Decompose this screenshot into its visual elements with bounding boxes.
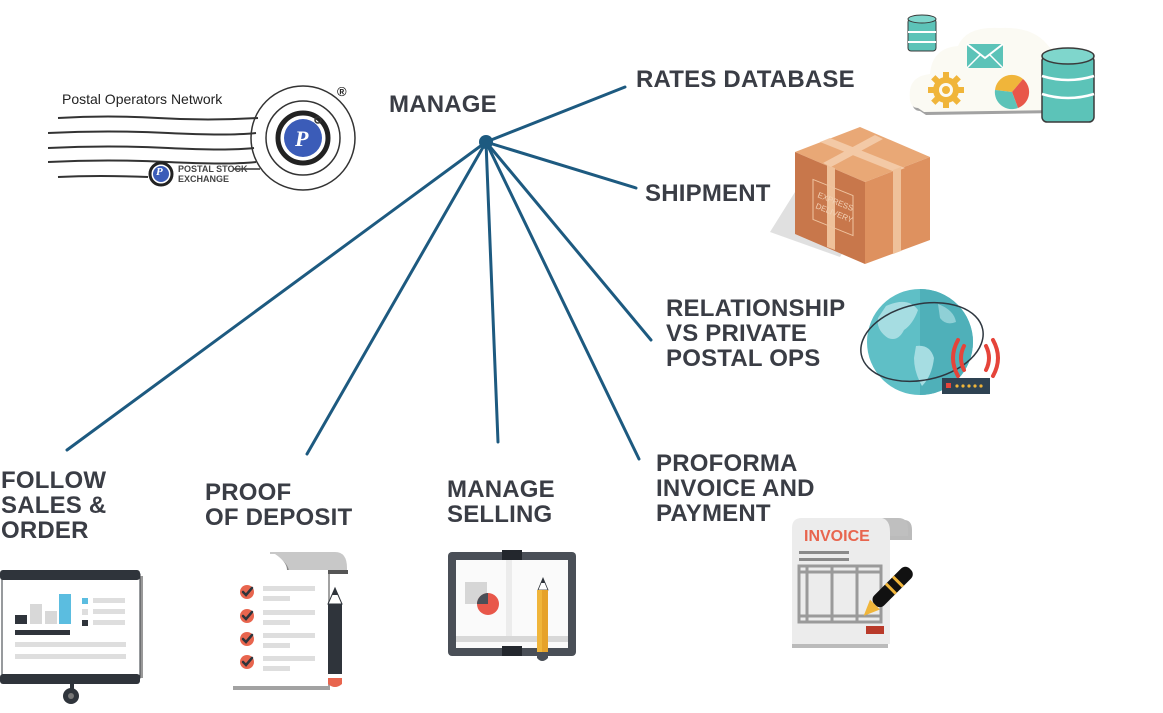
presentation-board-icon	[0, 568, 146, 708]
checklist-pencil-icon	[225, 548, 355, 696]
logo-emblem-letter: P	[295, 126, 309, 151]
label-line: INVOICE AND	[656, 475, 815, 502]
label-line: RATES DATABASE	[636, 66, 855, 93]
notebook-pencil-icon	[444, 548, 580, 666]
logo-subtitle: POSTAL STOCK EXCHANGE	[178, 164, 248, 184]
hub-node	[479, 135, 493, 149]
label-relationship: RELATIONSHIP VS PRIVATE POSTAL OPS	[666, 296, 845, 371]
logo-small-emblem-letter: P	[156, 166, 163, 178]
label-proof-of-deposit: PROOF OF DEPOSIT	[205, 480, 352, 530]
logo-subtitle-line1: POSTAL STOCK	[178, 164, 248, 174]
logo-title: Postal Operators Network	[62, 91, 223, 107]
label-shipment: SHIPMENT	[645, 181, 771, 206]
label-rates-database: RATES DATABASE	[636, 67, 855, 92]
line-relationship	[484, 140, 653, 342]
label-line: RELATIONSHIP	[666, 295, 846, 322]
globe-router-icon	[858, 286, 1008, 401]
label-line: VS PRIVATE	[666, 320, 808, 347]
hub-label: MANAGE	[389, 92, 497, 117]
label-line: POSTAL OPS	[666, 345, 821, 372]
line-proforma	[484, 140, 641, 461]
label-manage-selling: MANAGE SELLING	[447, 477, 555, 527]
invoice-pen-icon: INVOICE	[782, 514, 922, 650]
label-line: OF DEPOSIT	[205, 504, 353, 531]
logo-subtitle-line2: EXCHANGE	[178, 174, 230, 184]
postal-operators-network-logo: Postal Operators Network ® P P POSTAL ST…	[47, 78, 368, 203]
label-line: FOLLOW	[1, 467, 107, 494]
line-shipment	[484, 140, 638, 190]
line-proof-of-deposit	[305, 140, 488, 456]
label-line: SELLING	[447, 501, 553, 528]
label-line: MANAGE	[447, 476, 555, 503]
label-line: PAYMENT	[656, 500, 771, 527]
cloud-database-icon	[900, 8, 1100, 128]
package-box-icon: EXPRESS DELIVERY	[765, 122, 935, 267]
registered-mark: ®	[337, 84, 347, 99]
label-line: SHIPMENT	[645, 180, 771, 207]
label-proforma: PROFORMA INVOICE AND PAYMENT	[656, 451, 815, 526]
line-rates-database	[484, 85, 627, 144]
label-follow-sales: FOLLOW SALES & ORDER	[1, 468, 106, 543]
label-line: PROFORMA	[656, 450, 798, 477]
hub-label-text: MANAGE	[389, 91, 497, 118]
label-line: ORDER	[1, 517, 89, 544]
label-line: PROOF	[205, 479, 292, 506]
line-manage-selling	[484, 140, 500, 444]
invoice-title: INVOICE	[804, 528, 870, 545]
line-follow-sales	[65, 140, 488, 452]
label-line: SALES &	[1, 492, 107, 519]
